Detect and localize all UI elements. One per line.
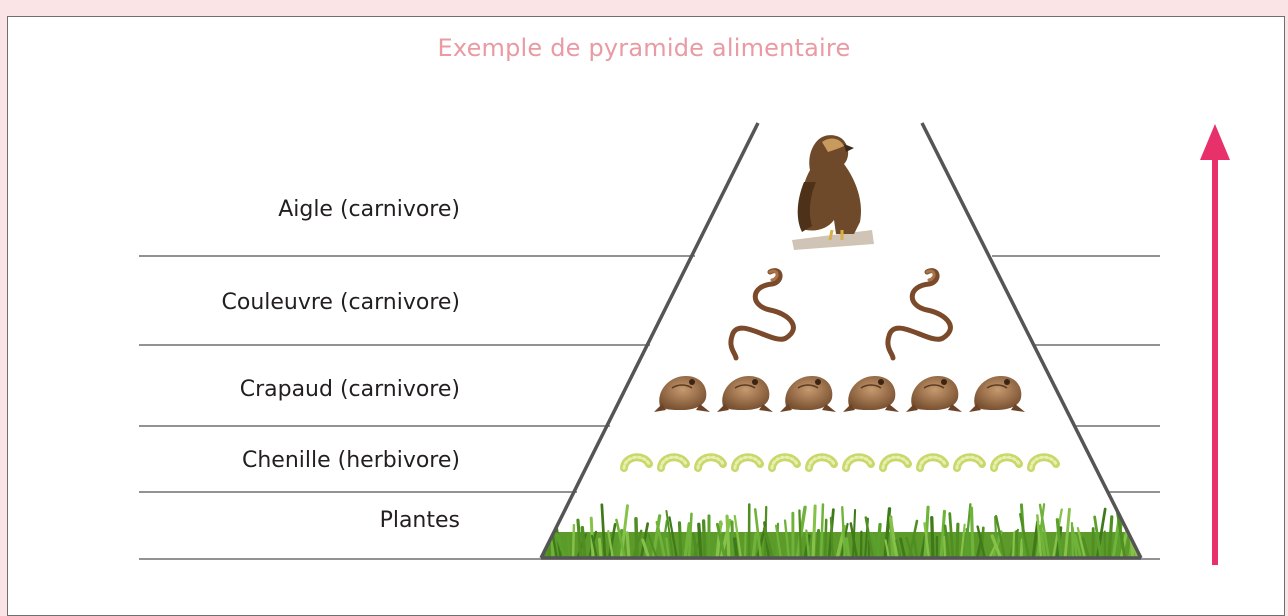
eagle-icon <box>792 135 874 250</box>
grass-icon <box>541 502 1141 558</box>
toad-row <box>654 376 1025 412</box>
caterpillar-icon <box>916 453 949 472</box>
caterpillar-icon <box>879 453 912 472</box>
level-label-plants: Plantes <box>379 508 460 533</box>
level-label-caterpillar: Chenille (herbivore) <box>242 448 460 473</box>
snake-icon <box>885 268 953 361</box>
caterpillar-icon <box>768 453 801 472</box>
level-label-eagle: Aigle (carnivore) <box>278 197 460 222</box>
caterpillar-icon <box>657 453 690 472</box>
caterpillar-icon <box>953 453 986 472</box>
trophic-arrow-icon <box>1200 124 1230 565</box>
caterpillar-icon <box>1027 453 1060 472</box>
toad-icon <box>843 376 899 412</box>
toad-icon <box>780 376 836 412</box>
caterpillar-icon <box>731 453 764 472</box>
snake-icon <box>728 268 796 361</box>
caterpillar-icon <box>990 453 1023 472</box>
toad-icon <box>717 376 773 412</box>
toad-icon <box>969 376 1025 412</box>
level-label-toad: Crapaud (carnivore) <box>239 377 460 402</box>
toad-icon <box>906 376 962 412</box>
diagram-panel <box>7 16 1285 616</box>
caterpillar-icon <box>842 453 875 472</box>
caterpillar-icon <box>694 453 727 472</box>
toad-icon <box>654 376 710 412</box>
pyramid-outline <box>539 122 1143 560</box>
level-label-snake: Couleuvre (carnivore) <box>221 290 461 315</box>
caterpillar-row <box>620 453 1060 472</box>
diagram-title: Exemple de pyramide alimentaire <box>437 34 851 62</box>
caterpillar-icon <box>805 453 838 472</box>
caterpillar-icon <box>620 453 653 472</box>
